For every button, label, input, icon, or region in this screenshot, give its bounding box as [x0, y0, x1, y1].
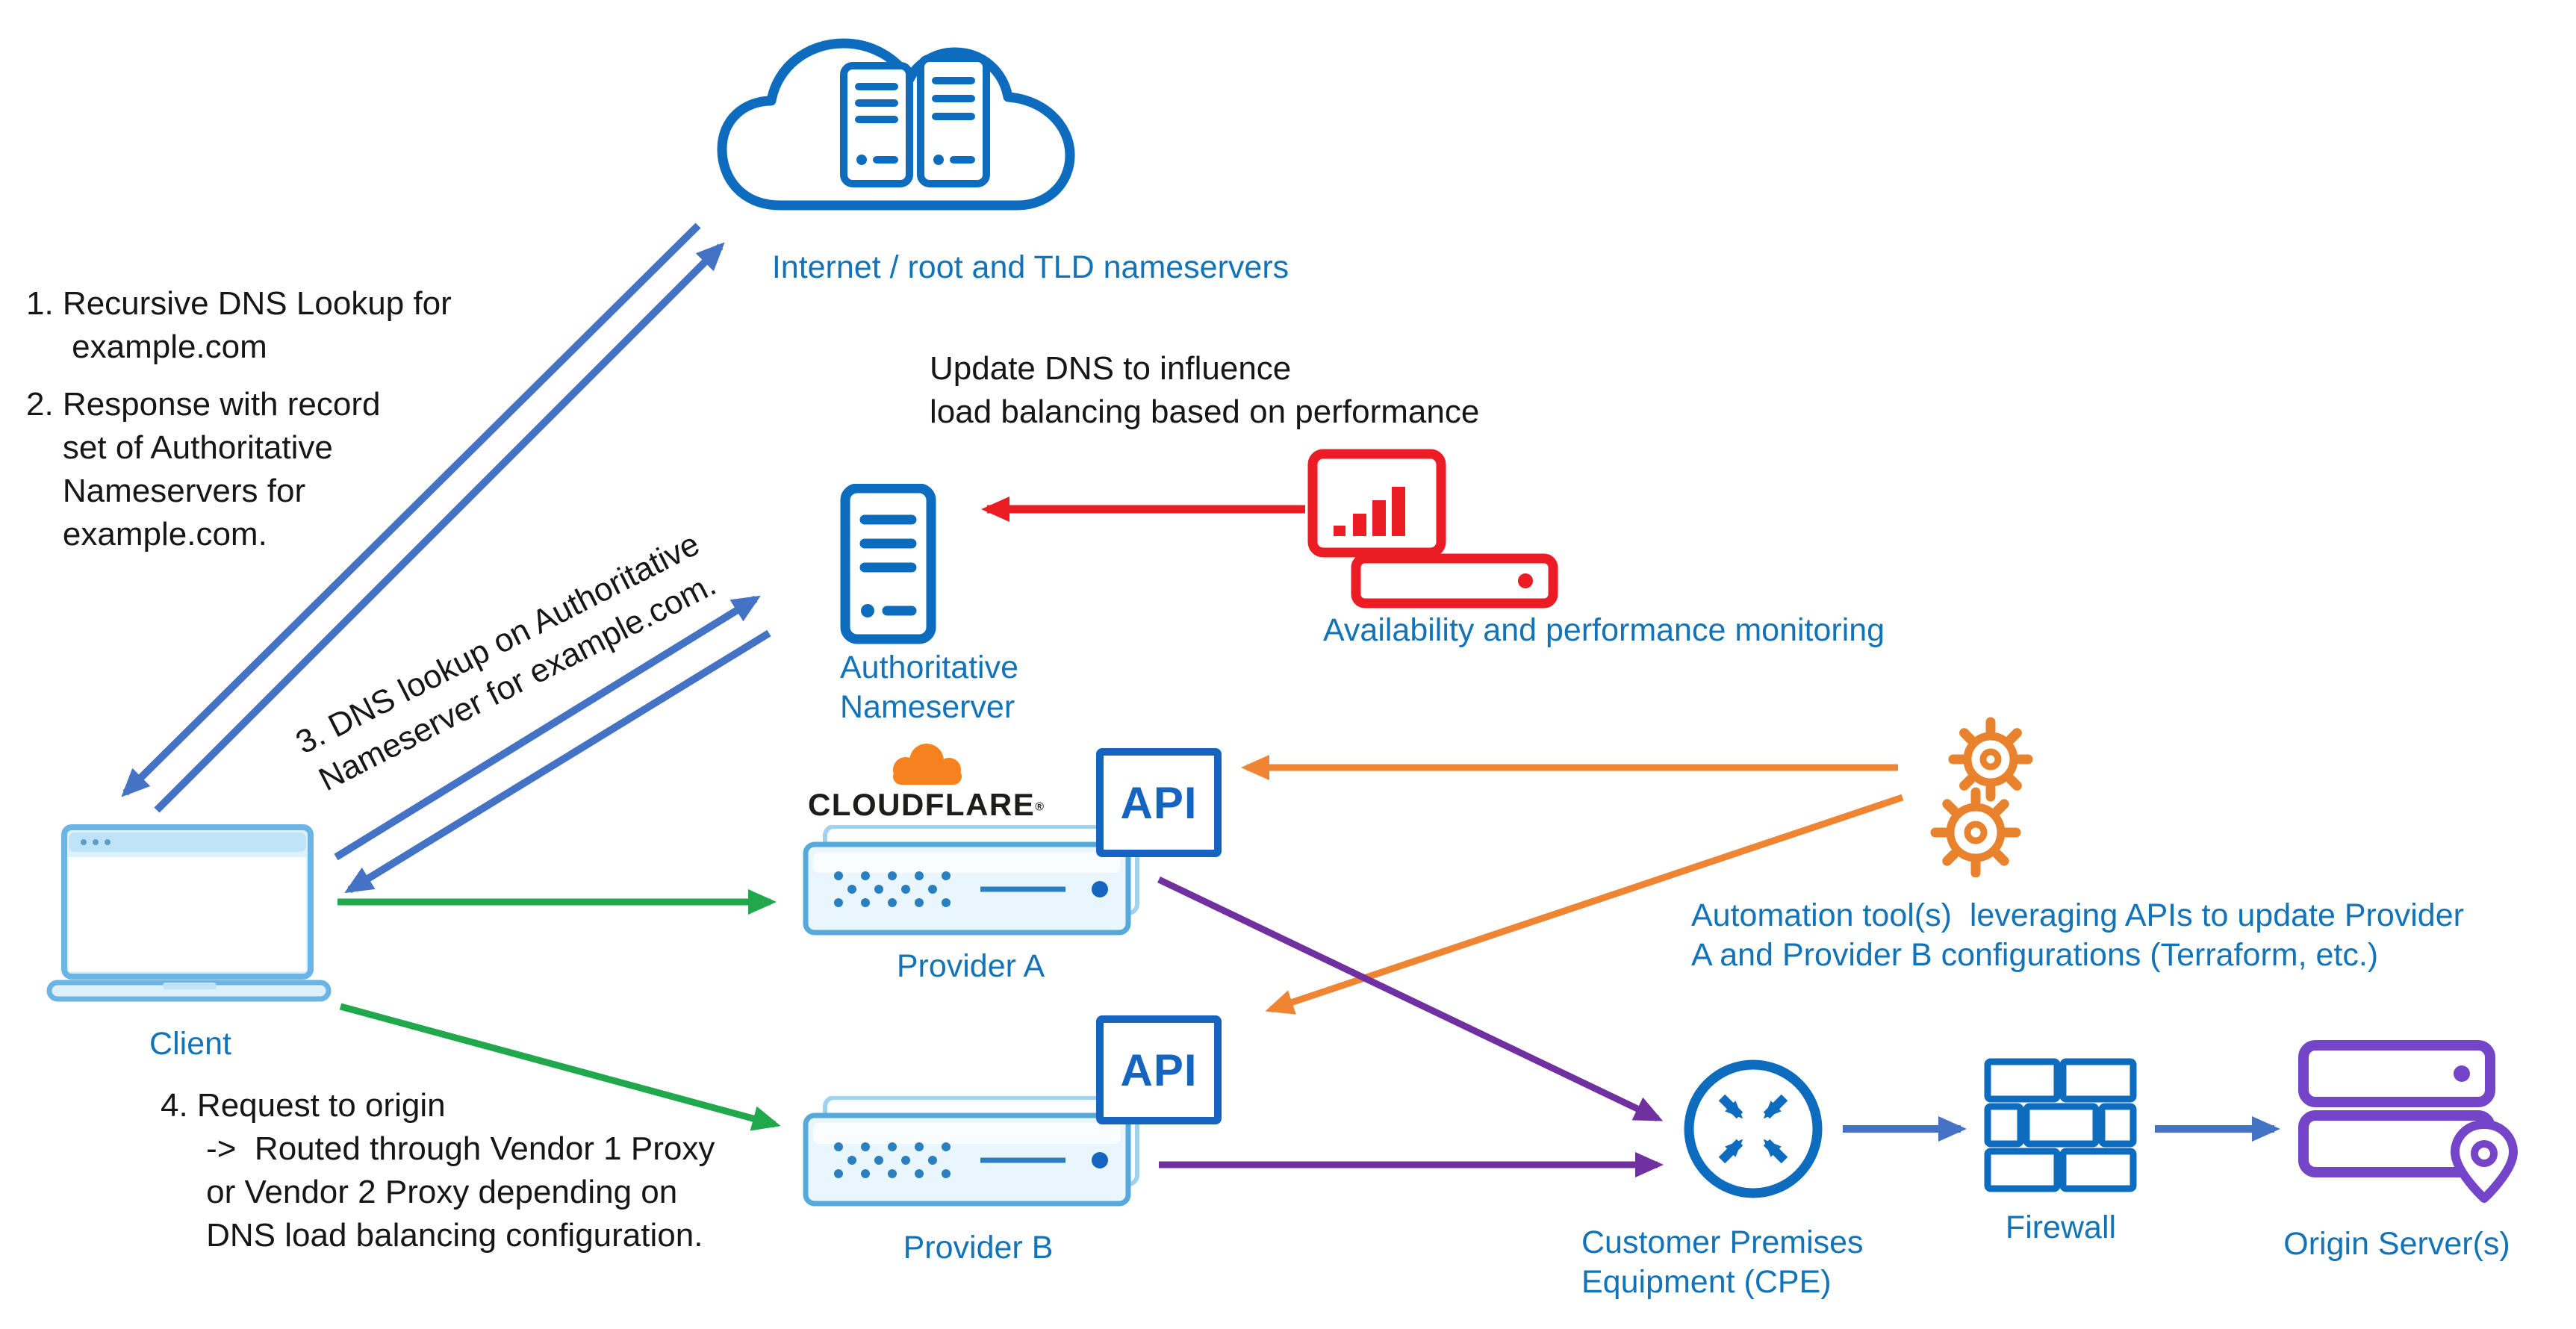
- automation-gears-icon: [1930, 717, 2033, 877]
- origin-servers-icon: [2298, 1040, 2518, 1203]
- automation-label: Automation tool(s) leveraging APIs to up…: [1691, 897, 2464, 974]
- provider-b-api-box: API: [1096, 1015, 1222, 1124]
- provider-b-appliance-icon: [803, 1096, 1139, 1207]
- origin-label: Origin Server(s): [2283, 1226, 2510, 1262]
- note-update-dns: Update DNS to influence load balancing b…: [930, 350, 1480, 431]
- note-step4: 4. Request to origin -> Routed through V…: [161, 1087, 715, 1254]
- note-step1: 1. Recursive DNS Lookup for example.com: [26, 285, 452, 366]
- provider-a-api-box: API: [1096, 748, 1222, 857]
- note-step2: 2. Response with record set of Authorita…: [26, 386, 381, 553]
- arrow-client-provider-b: [339, 1003, 781, 1131]
- authoritative-nameserver-icon: [840, 484, 936, 644]
- cloudflare-cloud-icon: [893, 744, 962, 785]
- client-label: Client: [149, 1026, 231, 1062]
- provider-a-appliance-icon: [803, 825, 1139, 936]
- provider-a-api-label: API: [1120, 777, 1198, 828]
- cloudflare-logo: CLOUDFLARE®: [807, 743, 1045, 822]
- provider-b-api-label: API: [1120, 1045, 1198, 1095]
- monitoring-icon: [1307, 449, 1558, 609]
- provider-b-label: Provider B: [903, 1230, 1054, 1266]
- firewall-icon: [1984, 1058, 2137, 1192]
- arrow-provider-a-cpe: [1157, 876, 1664, 1122]
- internet-label: Internet / root and TLD nameservers: [771, 249, 1289, 285]
- arrow-auth-response: [344, 629, 771, 894]
- internet-cloud-icon: [717, 38, 1075, 211]
- arrow-dns-response: [121, 222, 701, 797]
- authoritative-nameserver-label: Authoritative Nameserver: [840, 650, 1019, 726]
- client-laptop-icon: [46, 824, 332, 1002]
- cpe-icon: [1684, 1059, 1823, 1198]
- cloudflare-wordmark: CLOUDFLARE: [807, 787, 1036, 822]
- cpe-label: Customer Premises Equipment (CPE): [1581, 1224, 1864, 1301]
- arrow-auth-lookup: [334, 595, 761, 861]
- arrow-automation-api-b: [1265, 794, 1904, 1015]
- cloudflare-reg-mark: ®: [1035, 800, 1045, 814]
- provider-a-label: Provider A: [896, 948, 1045, 984]
- arrow-recursive-lookup: [154, 242, 725, 813]
- monitoring-label: Availability and performance monitoring: [1323, 612, 1885, 648]
- firewall-label: Firewall: [2005, 1210, 2117, 1245]
